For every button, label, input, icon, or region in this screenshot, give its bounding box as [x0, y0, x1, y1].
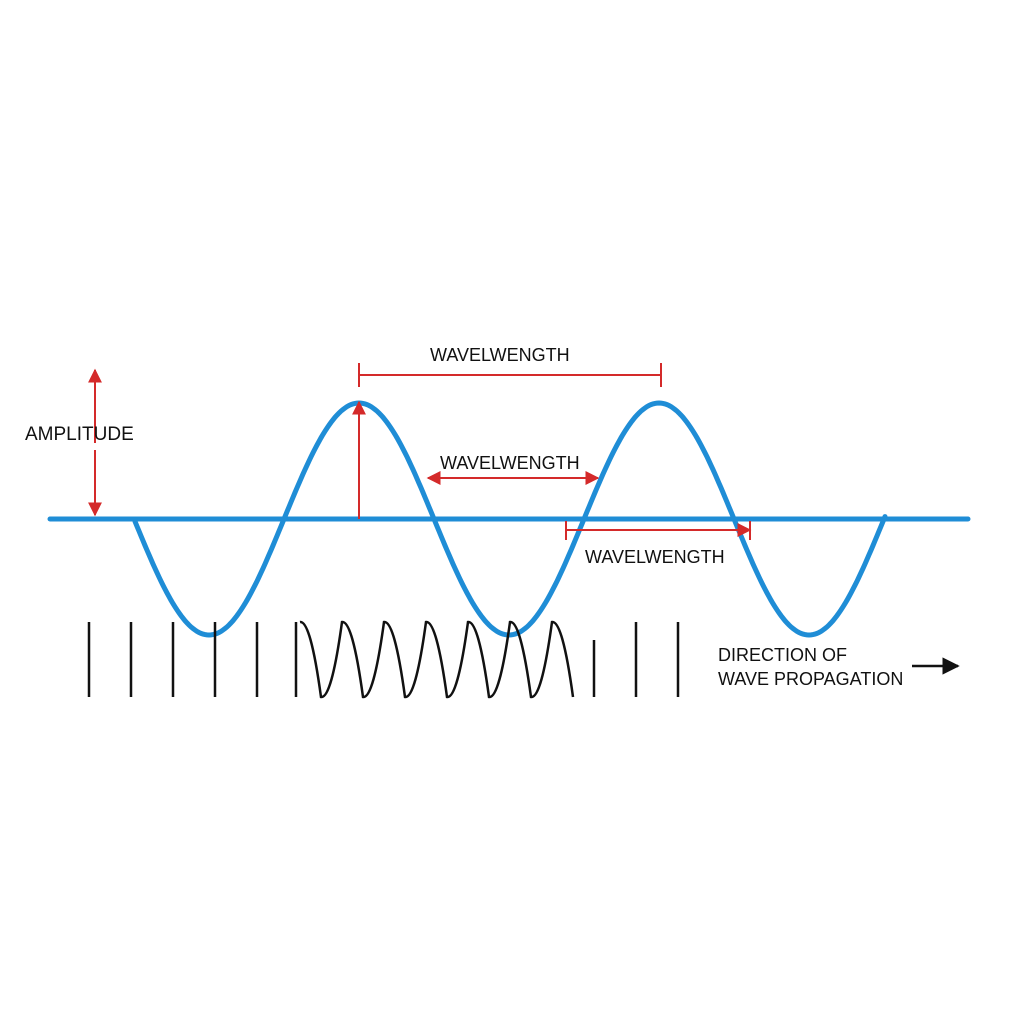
direction-label-line1: DIRECTION OF [718, 645, 847, 665]
pulse-zigzag [299, 620, 575, 699]
pulse-train [87, 620, 680, 699]
sine-wave [132, 400, 888, 638]
direction-label-line2: WAVE PROPAGATION [718, 669, 903, 689]
wavelength-top-label: WAVELWENGTH [430, 345, 570, 365]
amplitude-label: AMPLITUDE [25, 424, 134, 445]
wavelength-middle-label: WAVELWENGTH [440, 453, 580, 473]
wavelength-bottom-label: WAVELWENGTH [585, 547, 725, 567]
